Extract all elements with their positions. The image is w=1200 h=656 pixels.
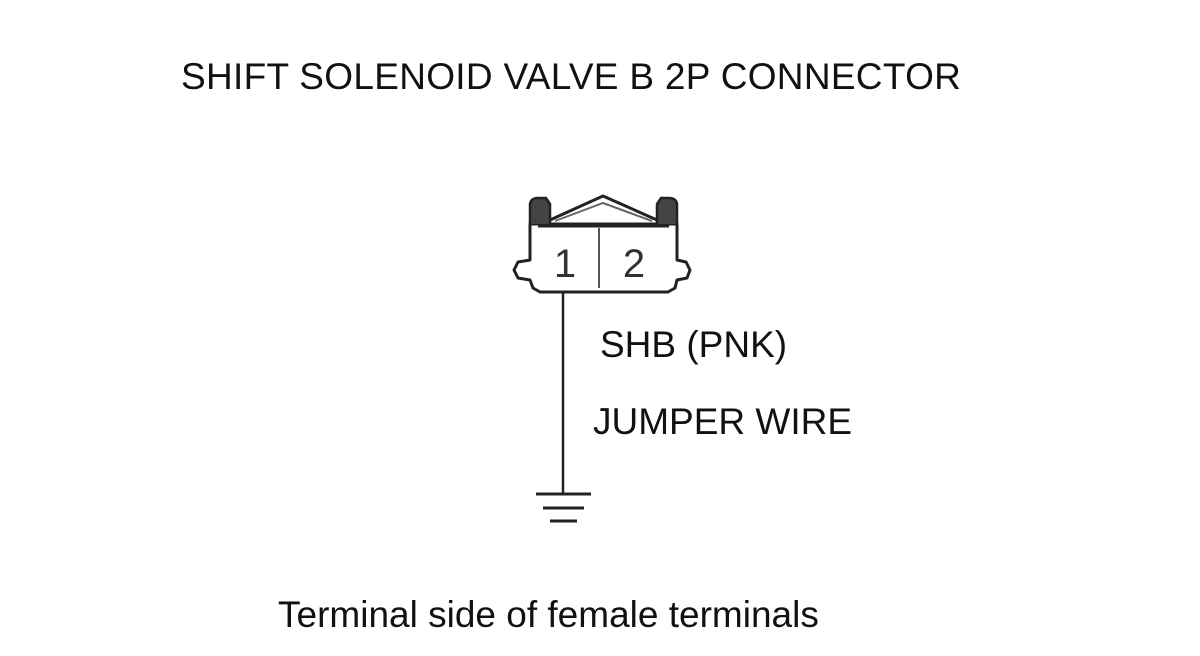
terminal-1-label: 1 xyxy=(554,242,576,286)
terminal-2-label: 2 xyxy=(623,242,645,286)
wire-label: SHB (PNK) xyxy=(600,324,788,365)
connector-2p-icon: 1 2 xyxy=(512,194,692,294)
jumper-wire-label: JUMPER WIRE xyxy=(593,401,852,442)
connector-title: SHIFT SOLENOID VALVE B 2P CONNECTOR xyxy=(181,56,962,97)
ground-icon xyxy=(536,492,591,523)
view-note: Terminal side of female terminals xyxy=(278,594,819,635)
